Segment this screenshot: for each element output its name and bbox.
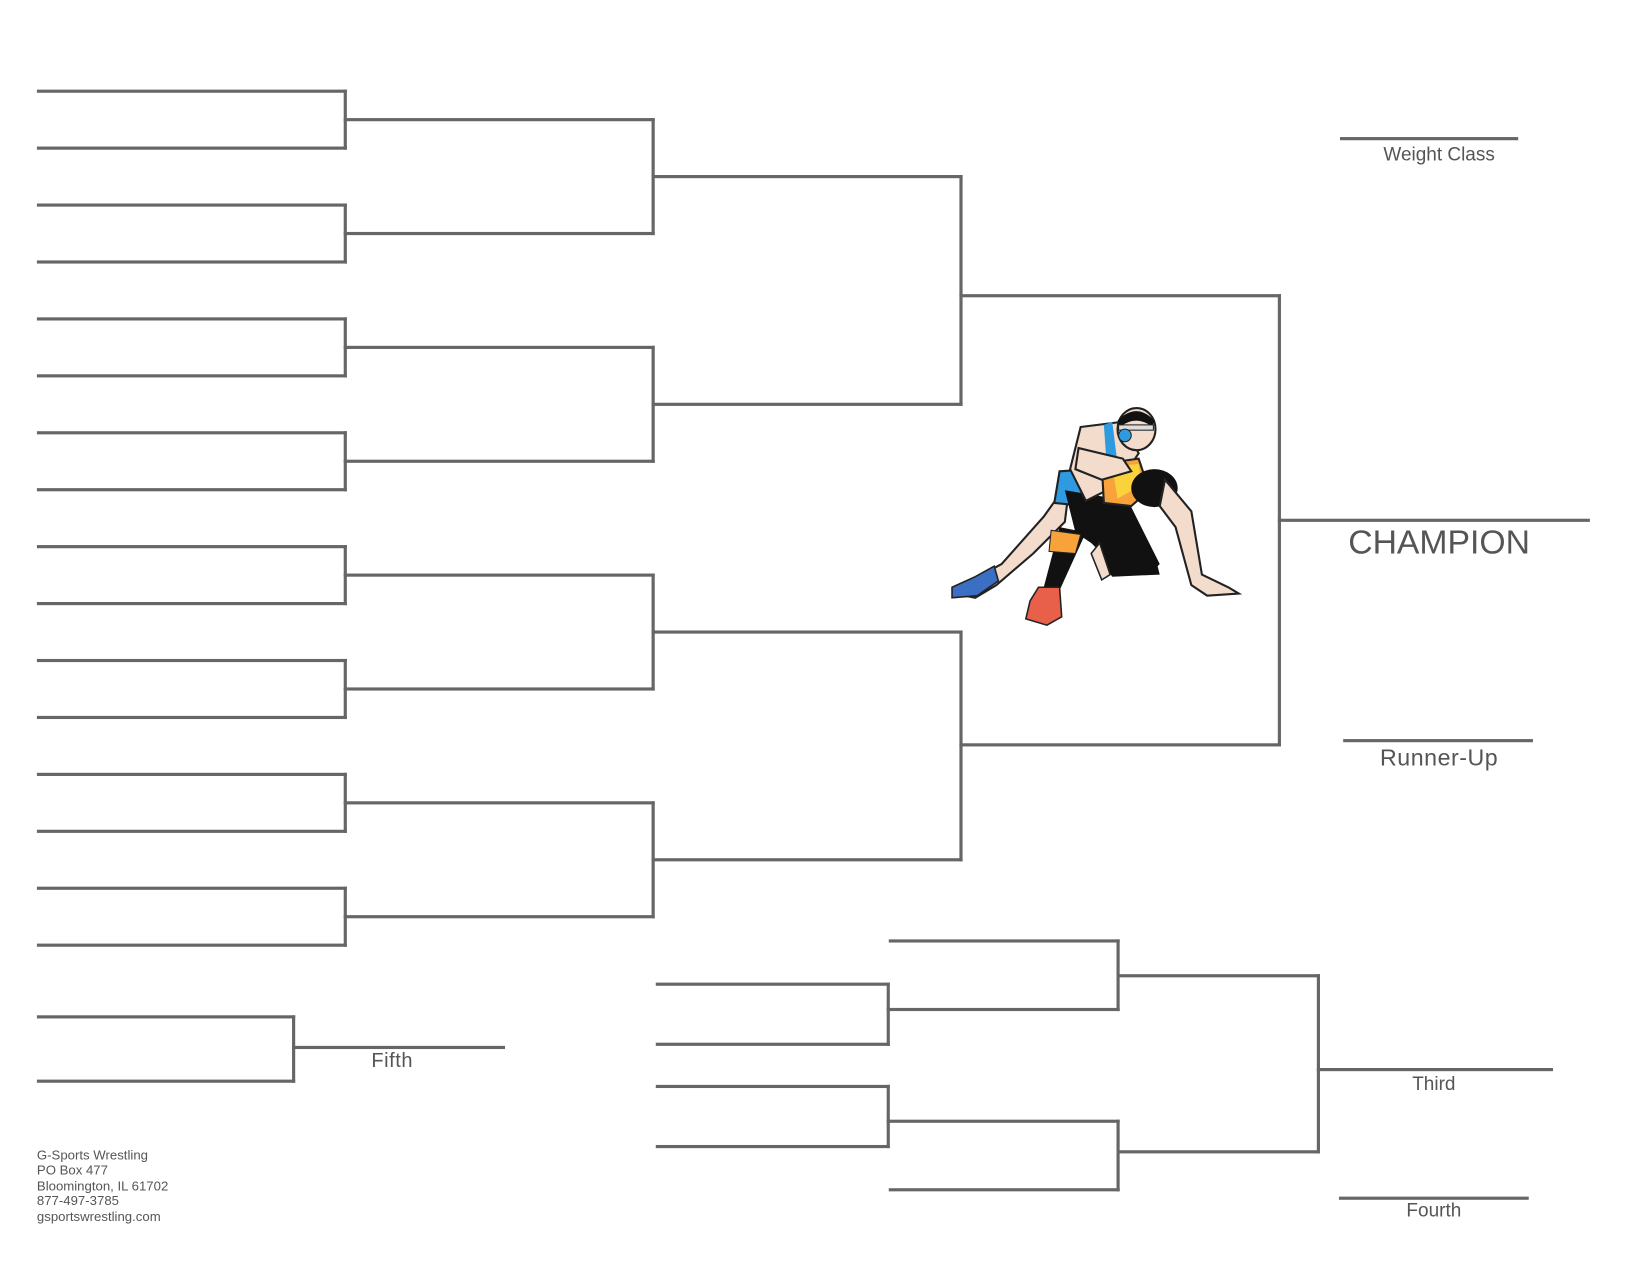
cons-final-slot[interactable] xyxy=(1116,974,1320,978)
cons-slot[interactable] xyxy=(655,1042,890,1046)
company-name: G-Sports Wrestling xyxy=(36,1148,148,1163)
qf-slot[interactable] xyxy=(343,345,655,349)
company-info: G-Sports Wrestling PO Box 477 Bloomingto… xyxy=(37,1148,168,1224)
wrestlers-illustration xyxy=(951,406,1243,627)
r1-slot[interactable] xyxy=(36,943,347,947)
cons-final-connector xyxy=(1316,974,1320,1154)
r1-slot[interactable] xyxy=(36,146,347,150)
qf-slot[interactable] xyxy=(343,801,655,805)
cons-semi-slot[interactable] xyxy=(888,1188,1120,1192)
fifth-slot[interactable] xyxy=(36,1015,296,1019)
champion-line[interactable] xyxy=(1277,518,1590,522)
sf-slot[interactable] xyxy=(651,630,963,634)
weight-class-line[interactable] xyxy=(1340,137,1519,141)
sf-slot[interactable] xyxy=(651,402,963,406)
r1-slot[interactable] xyxy=(36,488,347,492)
company-website[interactable]: gsportswrestling.com xyxy=(36,1208,161,1224)
final-slot[interactable] xyxy=(959,294,1281,298)
fourth-label: Fourth xyxy=(1406,1199,1462,1221)
cons-semi-slot[interactable] xyxy=(886,1119,1120,1123)
cons-semi-slot[interactable] xyxy=(888,939,1120,943)
weight-class-label: Weight Class xyxy=(1383,143,1495,165)
fifth-line[interactable] xyxy=(292,1045,506,1050)
cons-semi-slot[interactable] xyxy=(886,1007,1120,1012)
runner-up-line[interactable] xyxy=(1343,739,1533,743)
sf-slot[interactable] xyxy=(651,858,963,862)
company-address: PO Box 477 xyxy=(36,1163,108,1179)
fifth-label: Fifth xyxy=(371,1050,413,1073)
qf-slot[interactable] xyxy=(343,459,655,463)
r1-slot[interactable] xyxy=(36,374,347,378)
r1-slot[interactable] xyxy=(36,772,347,776)
company-city: Bloomington, IL 61702 xyxy=(36,1178,169,1194)
r1-slot[interactable] xyxy=(36,203,347,207)
r1-slot[interactable] xyxy=(36,89,347,93)
qf-slot[interactable] xyxy=(343,231,655,236)
sf-slot[interactable] xyxy=(651,175,963,179)
champion-label: CHAMPION xyxy=(1348,522,1531,561)
cons-final-slot[interactable] xyxy=(1116,1150,1320,1154)
r1-slot[interactable] xyxy=(36,545,347,549)
r1-slot[interactable] xyxy=(36,886,347,890)
cons-semi-connector xyxy=(1116,1119,1120,1192)
cons-slot[interactable] xyxy=(655,982,890,986)
r1-slot[interactable] xyxy=(36,260,347,264)
cons-connector xyxy=(886,982,890,1046)
r1-slot[interactable] xyxy=(36,602,347,606)
r1-slot[interactable] xyxy=(36,658,347,663)
qf-slot[interactable] xyxy=(343,573,655,577)
runner-up-label: Runner-Up xyxy=(1380,744,1499,771)
cons-slot[interactable] xyxy=(655,1084,890,1089)
r1-slot[interactable] xyxy=(36,431,347,435)
company-phone: 877-497-3785 xyxy=(36,1193,119,1209)
r1-slot[interactable] xyxy=(36,317,347,321)
qf-slot[interactable] xyxy=(343,687,655,691)
fifth-slot[interactable] xyxy=(36,1079,296,1083)
sf-connector xyxy=(959,175,963,406)
cons-connector xyxy=(886,1084,890,1149)
r1-slot[interactable] xyxy=(36,829,347,833)
qf-slot[interactable] xyxy=(343,118,655,122)
cons-slot[interactable] xyxy=(655,1144,890,1149)
qf-slot[interactable] xyxy=(343,915,655,919)
third-label: Third xyxy=(1412,1073,1456,1095)
fourth-line[interactable] xyxy=(1338,1196,1529,1200)
third-line[interactable] xyxy=(1316,1068,1553,1072)
r1-slot[interactable] xyxy=(36,715,347,720)
final-slot[interactable] xyxy=(959,743,1281,747)
